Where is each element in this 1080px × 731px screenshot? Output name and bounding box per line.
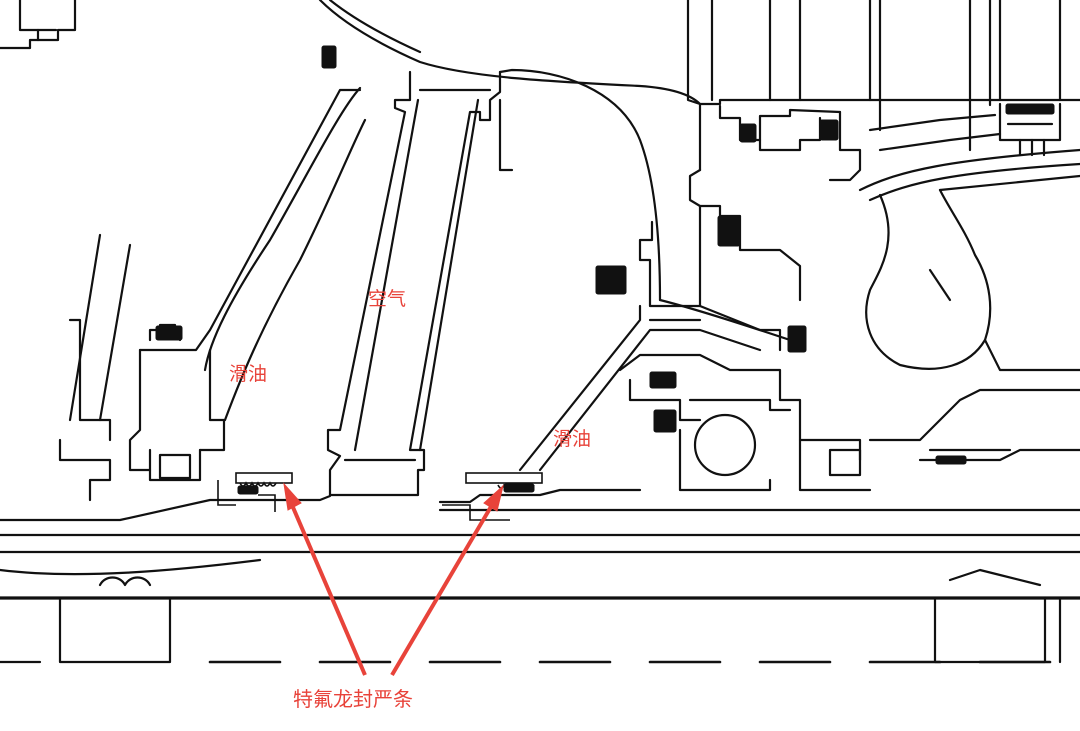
bolt-icon — [237, 485, 259, 495]
bolt-icon — [717, 215, 741, 247]
bolt-icon — [595, 265, 627, 295]
top-left-bracket — [0, 0, 77, 50]
bolt-icon — [739, 123, 757, 143]
seal-annotation-arrows — [283, 482, 504, 677]
air-label: 空气 — [368, 288, 407, 310]
oil-label-left: 滑油 — [229, 363, 268, 385]
teflon-seal-left — [217, 472, 293, 512]
bolt-icon — [935, 455, 967, 465]
teflon-seal-label: 特氟龙封严条 — [293, 687, 413, 711]
bolt-icon — [649, 371, 677, 389]
right-wall — [638, 148, 1080, 372]
bolt-icon — [155, 325, 183, 341]
air-passage — [326, 68, 662, 497]
bolt-icon — [787, 325, 807, 353]
shaft — [0, 488, 1080, 664]
bolt-icon — [503, 483, 535, 493]
bolt-icon — [1005, 103, 1055, 115]
bolt-icon — [321, 45, 337, 69]
left-strut — [138, 86, 367, 452]
upper-right-ring — [718, 102, 1062, 182]
right-strut — [518, 298, 792, 472]
outer-casing — [318, 0, 1080, 172]
bolt-icon — [819, 119, 839, 141]
bearing-housing — [618, 353, 1080, 492]
oil-label-right: 滑油 — [553, 428, 592, 450]
bolt-icon — [653, 409, 677, 433]
left-bearing-housing — [58, 233, 202, 502]
